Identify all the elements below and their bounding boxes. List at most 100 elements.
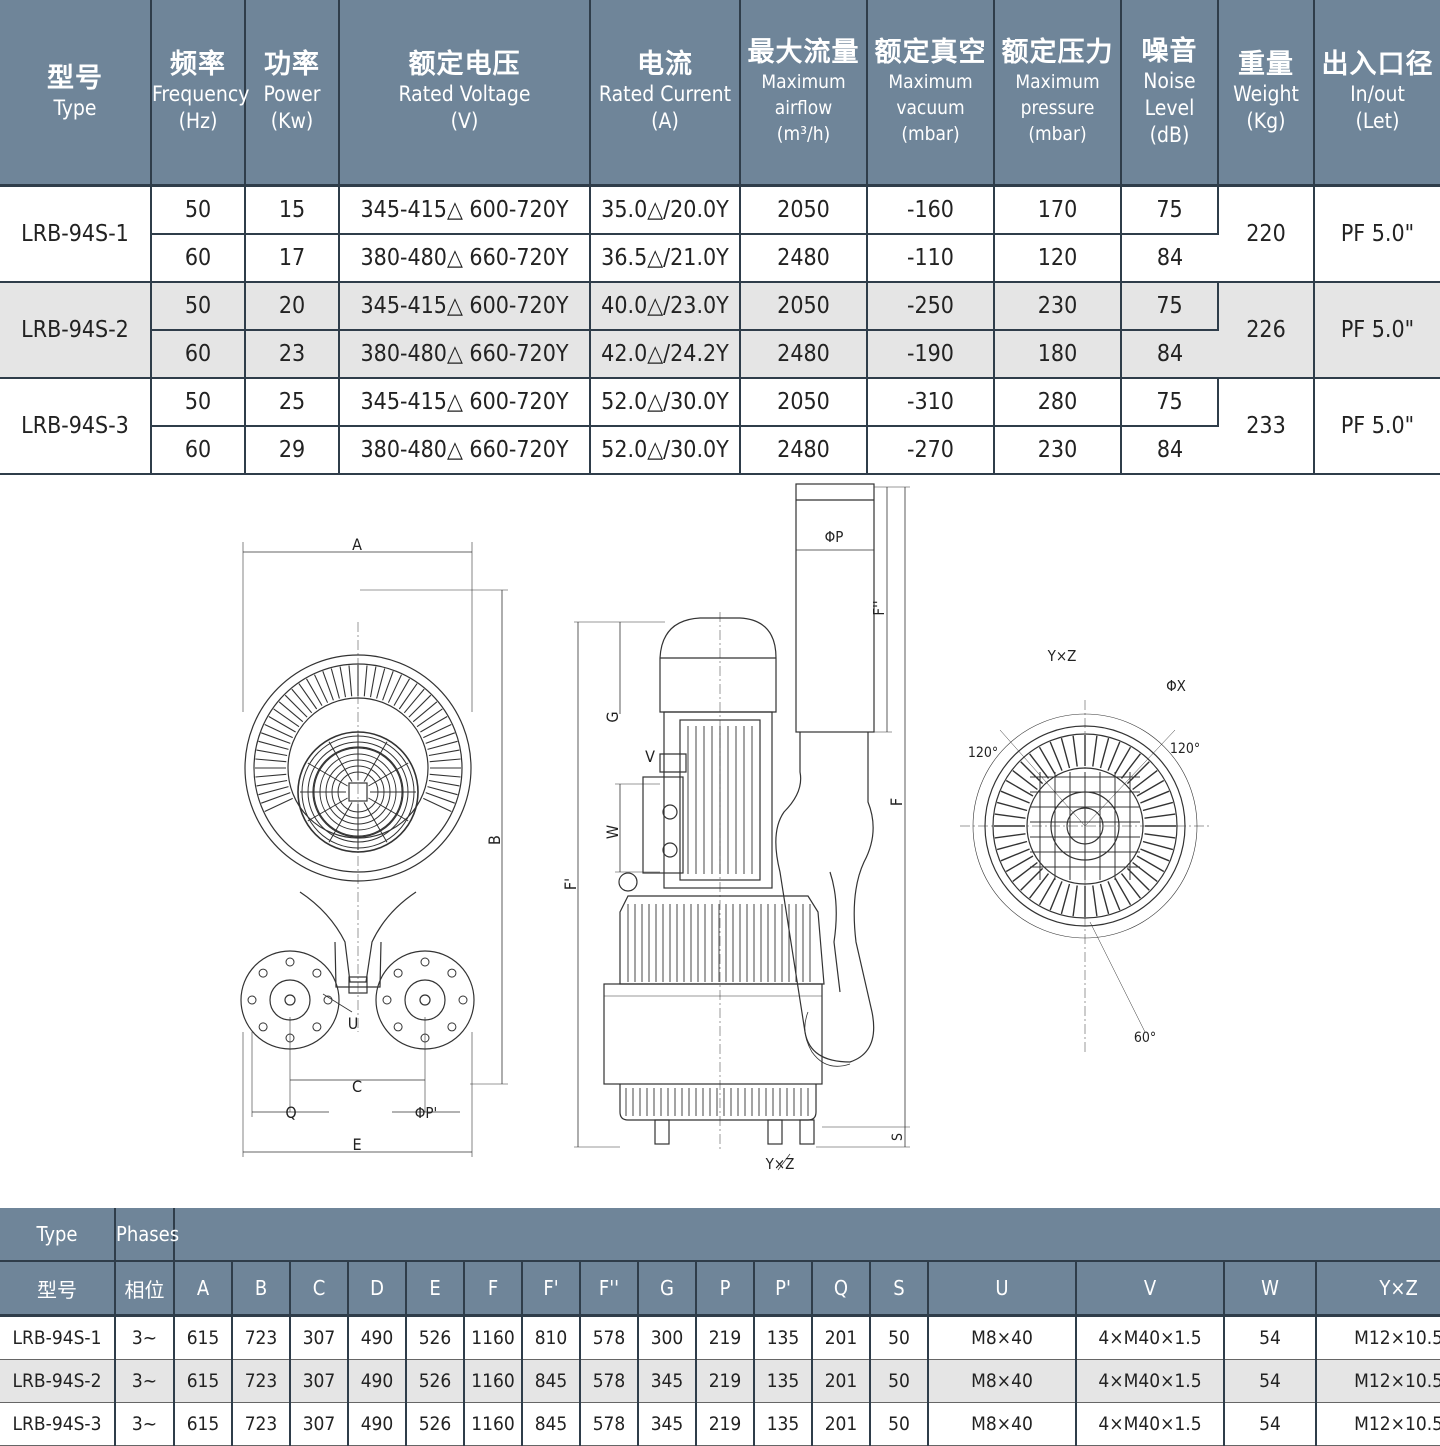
spec-header-en: (m³/h) — [776, 123, 831, 145]
spec-header-en: (Let) — [1355, 109, 1400, 133]
dims-header-col: F' — [522, 1261, 581, 1317]
label-angle-120-left: 120° — [968, 745, 998, 761]
spec-cell-weight: 233 — [1218, 378, 1315, 475]
technical-drawings: A B C E Q U ΦP' ΦP F'' F F' G V W S Y×Z … — [240, 483, 1210, 1173]
dims-cell: 307 — [290, 1315, 349, 1360]
spec-header-en: (V) — [450, 109, 479, 133]
spec-header-cn: 频率 — [170, 49, 226, 80]
spec-cell-inout: PF 5.0" — [1314, 185, 1440, 283]
dims-cell: M8×40 — [928, 1359, 1077, 1403]
dims-header-blank — [174, 1208, 1440, 1262]
dims-header-phases: Phases — [115, 1208, 179, 1262]
spec-header-en: Noise Level — [1143, 68, 1196, 120]
dims-cell: 526 — [406, 1402, 465, 1446]
dims-cell: 490 — [348, 1315, 407, 1360]
spec-cell-noise: 75 — [1121, 378, 1219, 427]
dims-cell: 345 — [638, 1402, 697, 1446]
dims-header-col: U — [928, 1261, 1077, 1317]
dims-cell: 219 — [696, 1359, 755, 1403]
spec-cell-vacuum: -190 — [867, 330, 995, 379]
spec-cell-pressure: 280 — [994, 378, 1122, 427]
spec-cell-airflow: 2480 — [740, 426, 868, 475]
rear-view-drawing — [960, 700, 1210, 1052]
spec-cell-noise: 84 — [1121, 330, 1218, 379]
spec-cell-inout: PF 5.0" — [1314, 282, 1440, 379]
dims-cell: M12×10.5 — [1316, 1402, 1440, 1446]
dims-cell: M8×40 — [928, 1402, 1077, 1446]
spec-header-cn: 额定电压 — [408, 49, 521, 80]
spec-model-type: LRB-94S-1 — [0, 185, 152, 283]
dims-header-col: P' — [754, 1261, 813, 1317]
spec-cell-freq: 60 — [151, 234, 246, 283]
label-dim-p-prime: ΦP' — [415, 1104, 437, 1122]
spec-cell-weight: 220 — [1218, 185, 1315, 283]
spec-header-en: Frequency — [152, 82, 250, 106]
spec-cell-power: 25 — [245, 378, 340, 427]
spec-cell-voltage: 380-480△ 660-720Y — [339, 426, 591, 475]
label-dim-a: A — [352, 535, 362, 554]
spec-header-en: Rated Current — [598, 82, 732, 106]
dims-cell: 201 — [812, 1402, 871, 1446]
label-dim-f1: F' — [561, 878, 580, 890]
dims-cell: 578 — [580, 1402, 639, 1446]
spec-header-en: (mbar) — [1028, 123, 1087, 145]
spec-cell-freq: 50 — [151, 185, 246, 235]
label-dim-v: V — [645, 747, 655, 766]
label-dim-g: G — [603, 711, 622, 722]
dims-cell: LRB-94S-1 — [0, 1315, 116, 1360]
spec-cell-vacuum: -110 — [867, 234, 995, 283]
spec-cell-freq: 60 — [151, 330, 246, 379]
dims-cell: M8×40 — [928, 1315, 1077, 1360]
label-dim-f2: F'' — [870, 600, 888, 615]
dims-cell: M12×10.5 — [1316, 1359, 1440, 1403]
dims-cell: 615 — [174, 1402, 233, 1446]
label-dim-p: ΦP — [825, 528, 844, 546]
dims-header-col: S — [870, 1261, 929, 1317]
dims-cell: 723 — [232, 1359, 291, 1403]
dims-cell: 490 — [348, 1359, 407, 1403]
side-view-drawing — [574, 483, 910, 1171]
dims-header-phases-cn: 相位 — [115, 1261, 175, 1317]
spec-header-en: vacuum — [896, 97, 965, 119]
dims-cell: 1160 — [464, 1402, 523, 1446]
dims-header-col: E — [406, 1261, 465, 1317]
spec-header-cn: 型号 — [47, 62, 103, 94]
spec-header-en: (mbar) — [901, 123, 960, 145]
spec-cell-vacuum: -310 — [867, 378, 995, 427]
spec-header-en: Weight — [1233, 82, 1299, 106]
spec-cell-airflow: 2050 — [740, 282, 868, 331]
dims-cell: LRB-94S-2 — [0, 1359, 116, 1403]
spec-header-en: Maximum — [1015, 71, 1100, 93]
spec-cell-current: 40.0△/23.0Y — [590, 282, 741, 331]
spec-cell-voltage: 380-480△ 660-720Y — [339, 234, 591, 283]
label-dim-b: B — [485, 835, 504, 845]
dims-cell: 615 — [174, 1315, 233, 1360]
spec-cell-inout: PF 5.0" — [1314, 378, 1440, 475]
spec-header-en: (Kg) — [1246, 109, 1286, 133]
dims-cell: 4×M40×1.5 — [1076, 1359, 1225, 1403]
spec-header-cn: 功率 — [264, 49, 320, 80]
dims-header-col: C — [290, 1261, 349, 1317]
label-angle-120-right: 120° — [1170, 741, 1200, 757]
dims-header-type-cn: 型号 — [0, 1261, 116, 1317]
spec-header-en: In/out — [1350, 82, 1405, 106]
spec-header-en: (Hz) — [178, 109, 218, 133]
spec-cell-pressure: 230 — [994, 426, 1122, 475]
dims-cell: 300 — [638, 1315, 697, 1360]
spec-cell-airflow: 2480 — [740, 330, 868, 379]
spec-header-en: Maximum — [888, 71, 973, 93]
